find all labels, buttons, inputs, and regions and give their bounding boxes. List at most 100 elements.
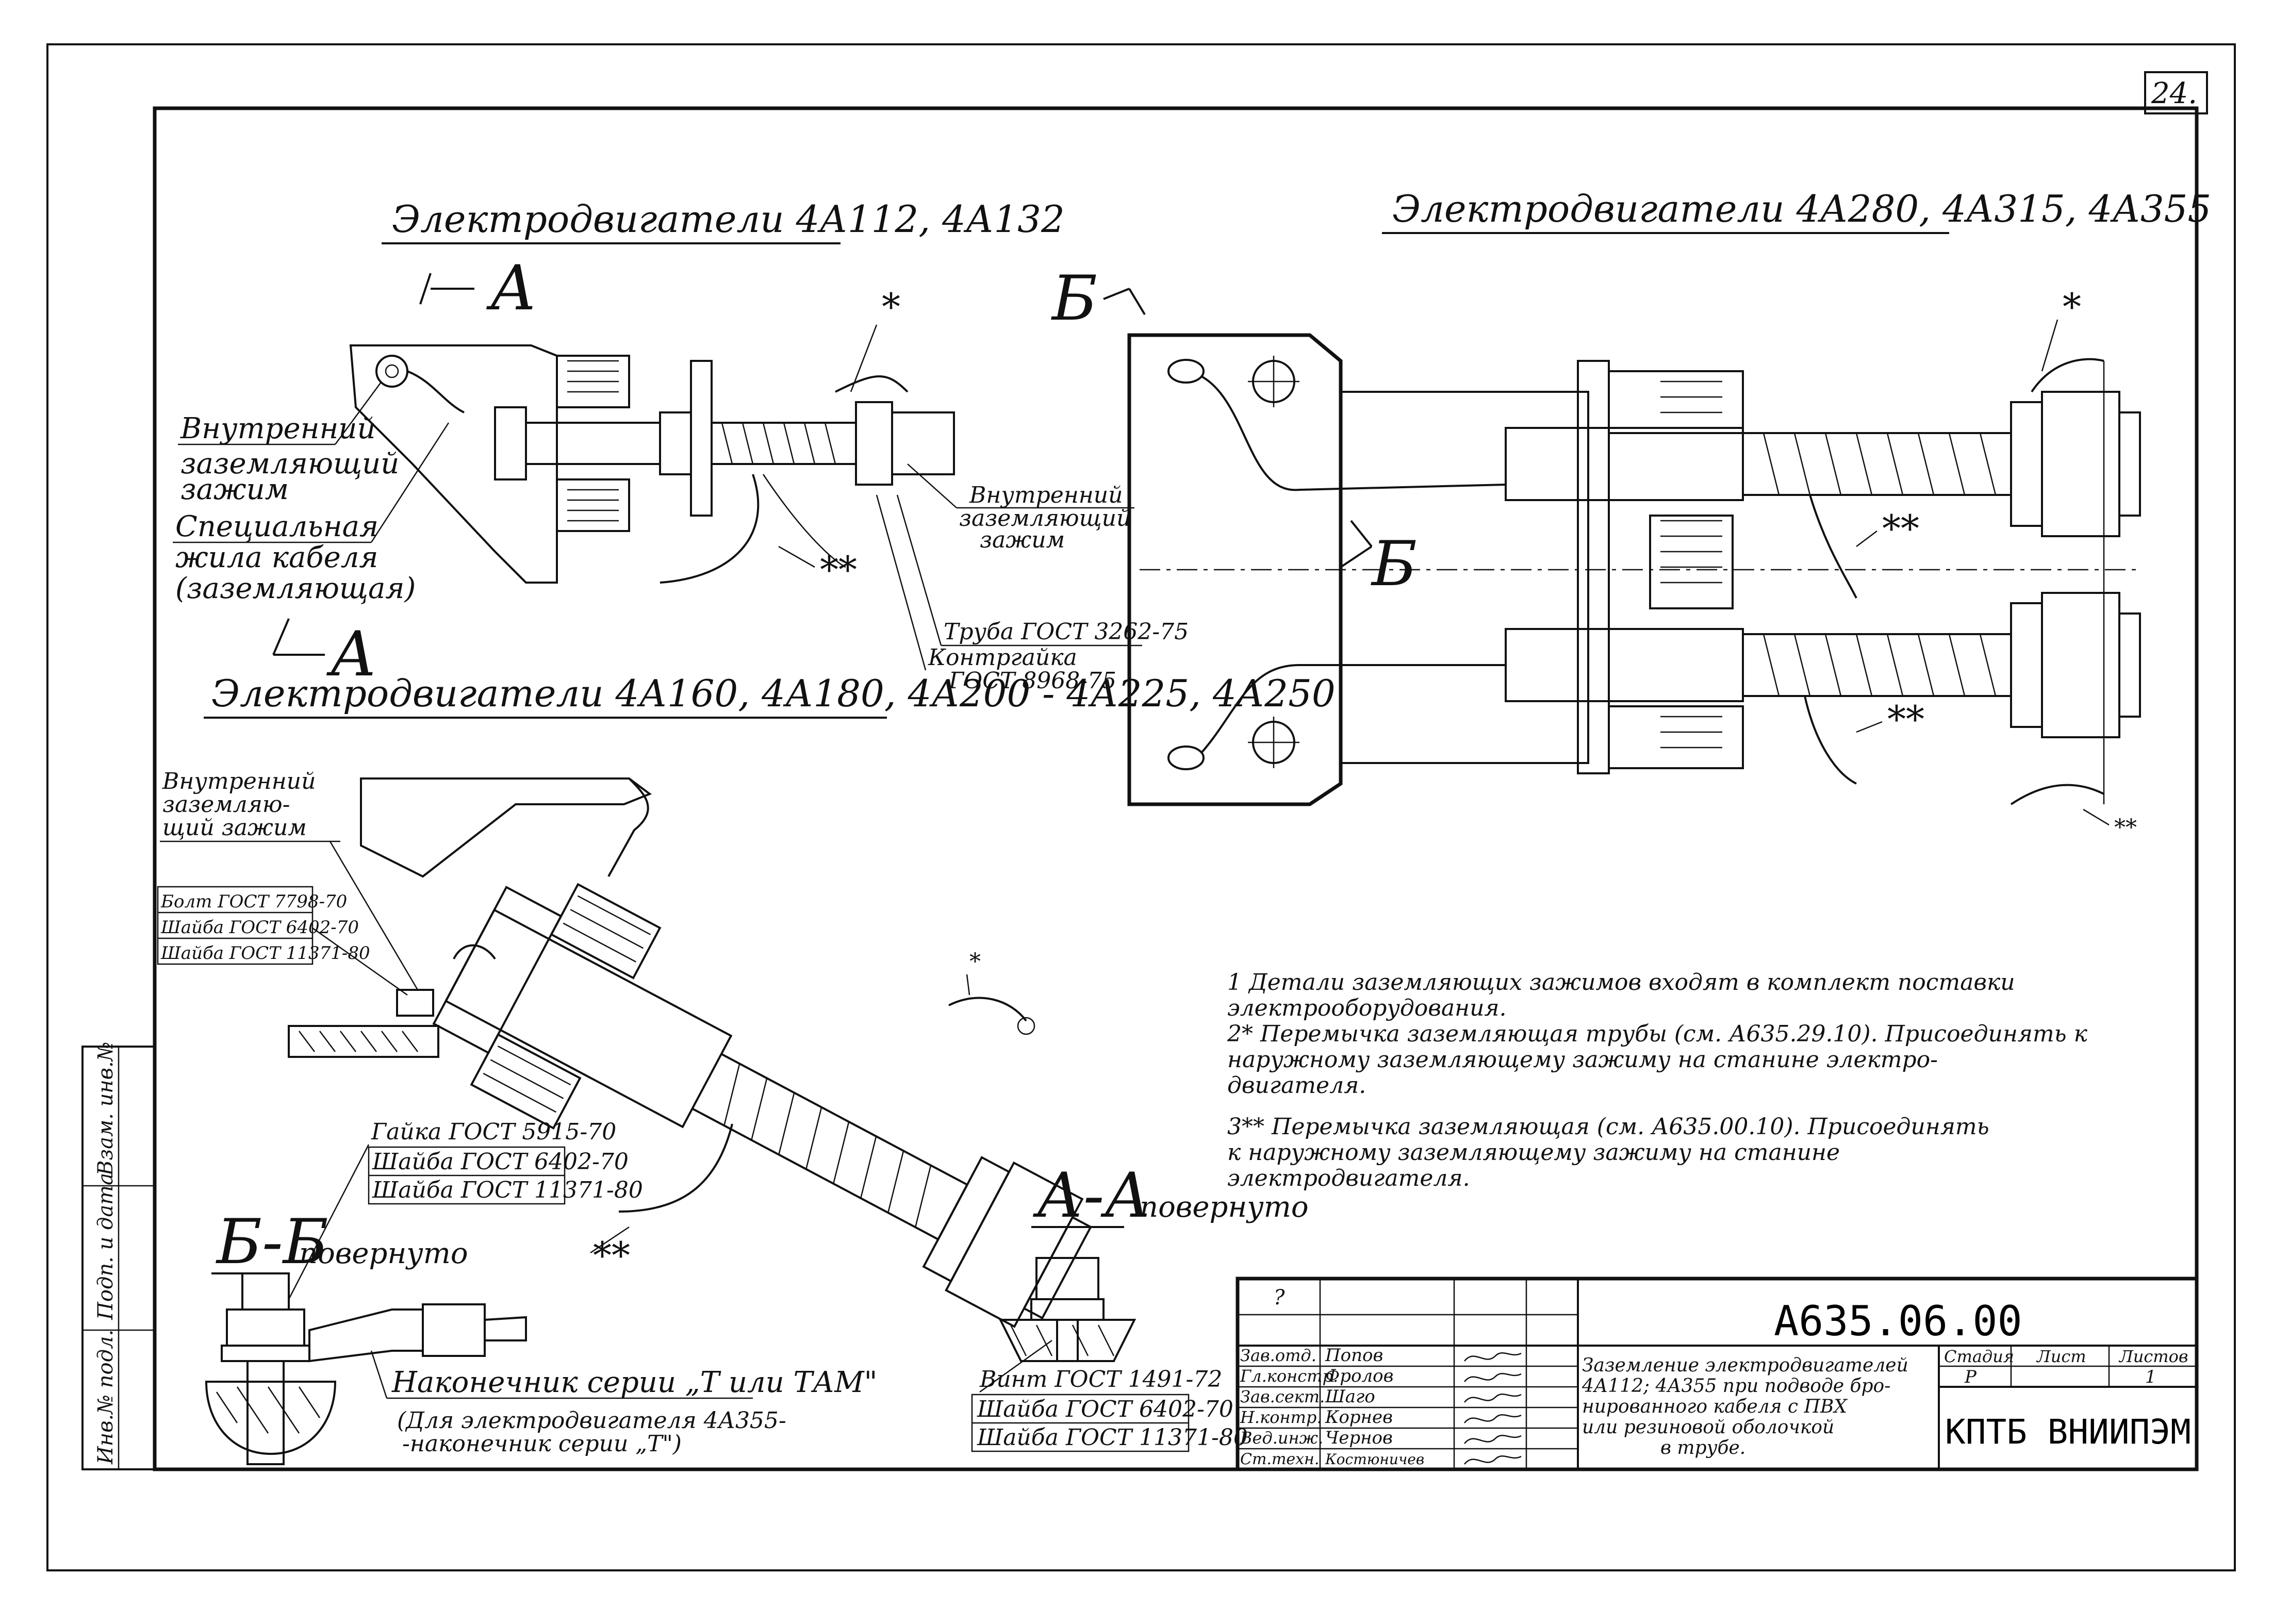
staff-role-6: Ст.техн.	[1240, 1450, 1319, 1468]
sheet-number-box	[2144, 71, 2208, 114]
star2-top-left: **	[820, 548, 857, 591]
bolt-stack-l1: Болт ГОСТ 7798-70	[160, 891, 347, 912]
section-mark-a-bottom: А	[272, 618, 377, 690]
screw-stack-l2: Шайба ГОСТ 6402-70	[977, 1396, 1233, 1422]
signature-2	[1464, 1373, 1522, 1382]
label-special-core: Специальная жила кабеля (заземляющая)	[173, 422, 450, 605]
special-core-l3: (заземляющая)	[175, 572, 416, 605]
staff-role-2: Гл.констр.	[1240, 1366, 1338, 1386]
label-bolt-stack: Болт ГОСТ 7798-70 Шайба ГОСТ 6402-70 Шай…	[157, 886, 408, 996]
label-locknut-2: ГОСТ 8968-75	[948, 668, 1116, 694]
staff-role-5: Вед.инж.	[1240, 1428, 1323, 1448]
label-screw-stack: Винт ГОСТ 1491-72 Шайба ГОСТ 6402-70 Шай…	[971, 1339, 1248, 1452]
signature-6	[1464, 1455, 1522, 1465]
staff-role-4: Н.контр.	[1240, 1407, 1322, 1427]
inner-clamp-2-l3: зажим	[980, 527, 1065, 553]
staff-name-4: Корнев	[1325, 1407, 1393, 1428]
note-line-2: электрооборудования.	[1227, 995, 1507, 1021]
section-bb-drawing	[205, 1272, 527, 1465]
staff-name-1: Попов	[1325, 1345, 1383, 1366]
section-b-top-letter: Б	[1051, 263, 1097, 335]
section-a-top-letter: А	[486, 253, 537, 324]
section-b-mid-letter: Б	[1371, 528, 1417, 600]
side-stamp-1: Инв.№ подл.	[94, 1330, 118, 1465]
note-line-8: электродвигателя.	[1227, 1165, 1470, 1191]
star-mid-left: *	[969, 949, 981, 975]
star-top-right: *	[2063, 285, 2081, 328]
motor-view-4a160	[288, 777, 1092, 1328]
note-line-1: 1 Детали заземляющих зажимов входят в ко…	[1227, 969, 2015, 996]
inner-clamp-3-l1: Внутренний	[162, 768, 316, 794]
star2-mid-left: **	[593, 1234, 630, 1277]
nut-stack-l2: Шайба ГОСТ 6402-70	[372, 1149, 629, 1175]
inner-frame	[153, 106, 2199, 1471]
sheets-header: Листов	[2118, 1347, 2188, 1366]
title-right-top: Электродвигатели 4А280, 4А315, 4А355	[1392, 187, 2211, 230]
title-left-mid: Электродвигатели 4А160, 4А180, 4А200 - 4…	[211, 672, 1336, 715]
title-line-2: 4А112; 4А355 при подводе бро-	[1582, 1376, 1890, 1397]
section-aa-rotated: повернуто	[1140, 1190, 1309, 1224]
note-line-5: двигателя.	[1227, 1072, 1366, 1099]
sheets-value: 1	[2145, 1367, 2156, 1387]
inner-clamp-1-l1: Внутренний	[180, 412, 376, 445]
section-a-bottom-letter: А	[326, 619, 377, 690]
label-inner-clamp-1: Внутренний заземляющий зажим	[178, 381, 399, 506]
sheet-number: 24.	[2151, 77, 2197, 110]
label-nut-stack: Гайка ГОСТ 5915-70 Шайба ГОСТ 6402-70 Ша…	[288, 1119, 643, 1300]
section-bb-title: Б-Б	[216, 1206, 328, 1278]
section-mark-b-mid: Б	[1340, 520, 1417, 600]
bolt-stack-l2: Шайба ГОСТ 6402-70	[160, 917, 359, 938]
side-stamp-2: Подп. и дата	[94, 1173, 118, 1320]
special-core-l1: Специальная	[175, 510, 378, 543]
lug-note-l2: -наконечник серии „Т")	[402, 1431, 682, 1457]
star2-top-right-3: **	[2114, 815, 2137, 841]
inner-clamp-2-l1: Внутренний	[969, 482, 1123, 508]
screw-stack-l3: Шайба ГОСТ 11371-80	[977, 1424, 1248, 1451]
title-line-1: Заземление электродвигателей	[1582, 1355, 1908, 1376]
top-cell: ?	[1274, 1286, 1285, 1310]
special-core-l2: жила кабеля	[175, 541, 378, 574]
side-stamp: Взам. инв.№ Подп. и дата Инв.№ подл.	[81, 1041, 156, 1470]
motor-view-4a280	[1127, 333, 2141, 806]
star2-top-right-1: **	[1882, 507, 1919, 550]
bolt-stack-l3: Шайба ГОСТ 11371-80	[160, 943, 370, 964]
inner-clamp-2-l2: заземляющий	[959, 505, 1131, 532]
motor-view-4a112	[349, 344, 955, 584]
label-inner-clamp-3: Внутренний заземляю- щий зажим	[160, 768, 419, 990]
section-aa-drawing	[998, 1257, 1136, 1362]
staff-name-6: Костюничев	[1325, 1451, 1424, 1468]
title-block: ? Зав.отд. Попов Гл.констр. Фролов Зав.с…	[1236, 1277, 2199, 1471]
signature-1	[1464, 1352, 1522, 1362]
title-line-4: или резиновой оболочкой	[1582, 1417, 1834, 1438]
inner-clamp-3-l2: заземляю-	[162, 791, 290, 818]
star2-top-right-2: **	[1887, 698, 1924, 741]
lug-note-l1: (Для электродвигателя 4А355-	[397, 1407, 786, 1434]
sheet-header: Лист	[2036, 1347, 2086, 1366]
notes-block: 1 Детали заземляющих зажимов входят в ко…	[1227, 969, 2088, 1191]
label-inner-clamp-2: Внутренний заземляющий зажим	[907, 463, 1134, 553]
note-line-4: наружному заземляющему зажиму на станине…	[1227, 1047, 1938, 1073]
outer-frame	[46, 43, 2236, 1571]
staff-role-3: Зав.сект.	[1240, 1387, 1325, 1406]
section-mark-a-top: А	[419, 253, 537, 324]
title-left-top: Электродвигатели 4А112, 4А132	[392, 197, 1065, 241]
stage-header: Стадия	[1944, 1347, 2014, 1366]
staff-name-5: Чернов	[1325, 1428, 1393, 1448]
staff-role-1: Зав.отд.	[1240, 1346, 1316, 1365]
title-line-5: в трубе.	[1660, 1437, 1745, 1459]
star-top-left: *	[882, 285, 900, 328]
inner-clamp-3-l3: щий зажим	[162, 815, 307, 841]
label-lug: Наконечник серии „Т или ТАМ" (Для электр…	[370, 1350, 877, 1457]
nut-stack-l1: Гайка ГОСТ 5915-70	[371, 1119, 616, 1145]
signature-4	[1464, 1414, 1522, 1423]
lug-text: Наконечник серии „Т или ТАМ"	[391, 1366, 877, 1399]
screw-stack-l1: Винт ГОСТ 1491-72	[979, 1366, 1222, 1393]
label-locknut-1: Контргайка	[928, 644, 1077, 671]
staff-name-2: Фролов	[1325, 1366, 1393, 1386]
signature-5	[1464, 1435, 1522, 1444]
signature-3	[1464, 1394, 1522, 1403]
note-line-3: 2* Перемычка заземляющая трубы (см. А635…	[1227, 1021, 2088, 1047]
doc-code: А635.06.00	[1774, 1297, 2022, 1345]
side-stamp-3: Взам. инв.№	[94, 1041, 118, 1176]
